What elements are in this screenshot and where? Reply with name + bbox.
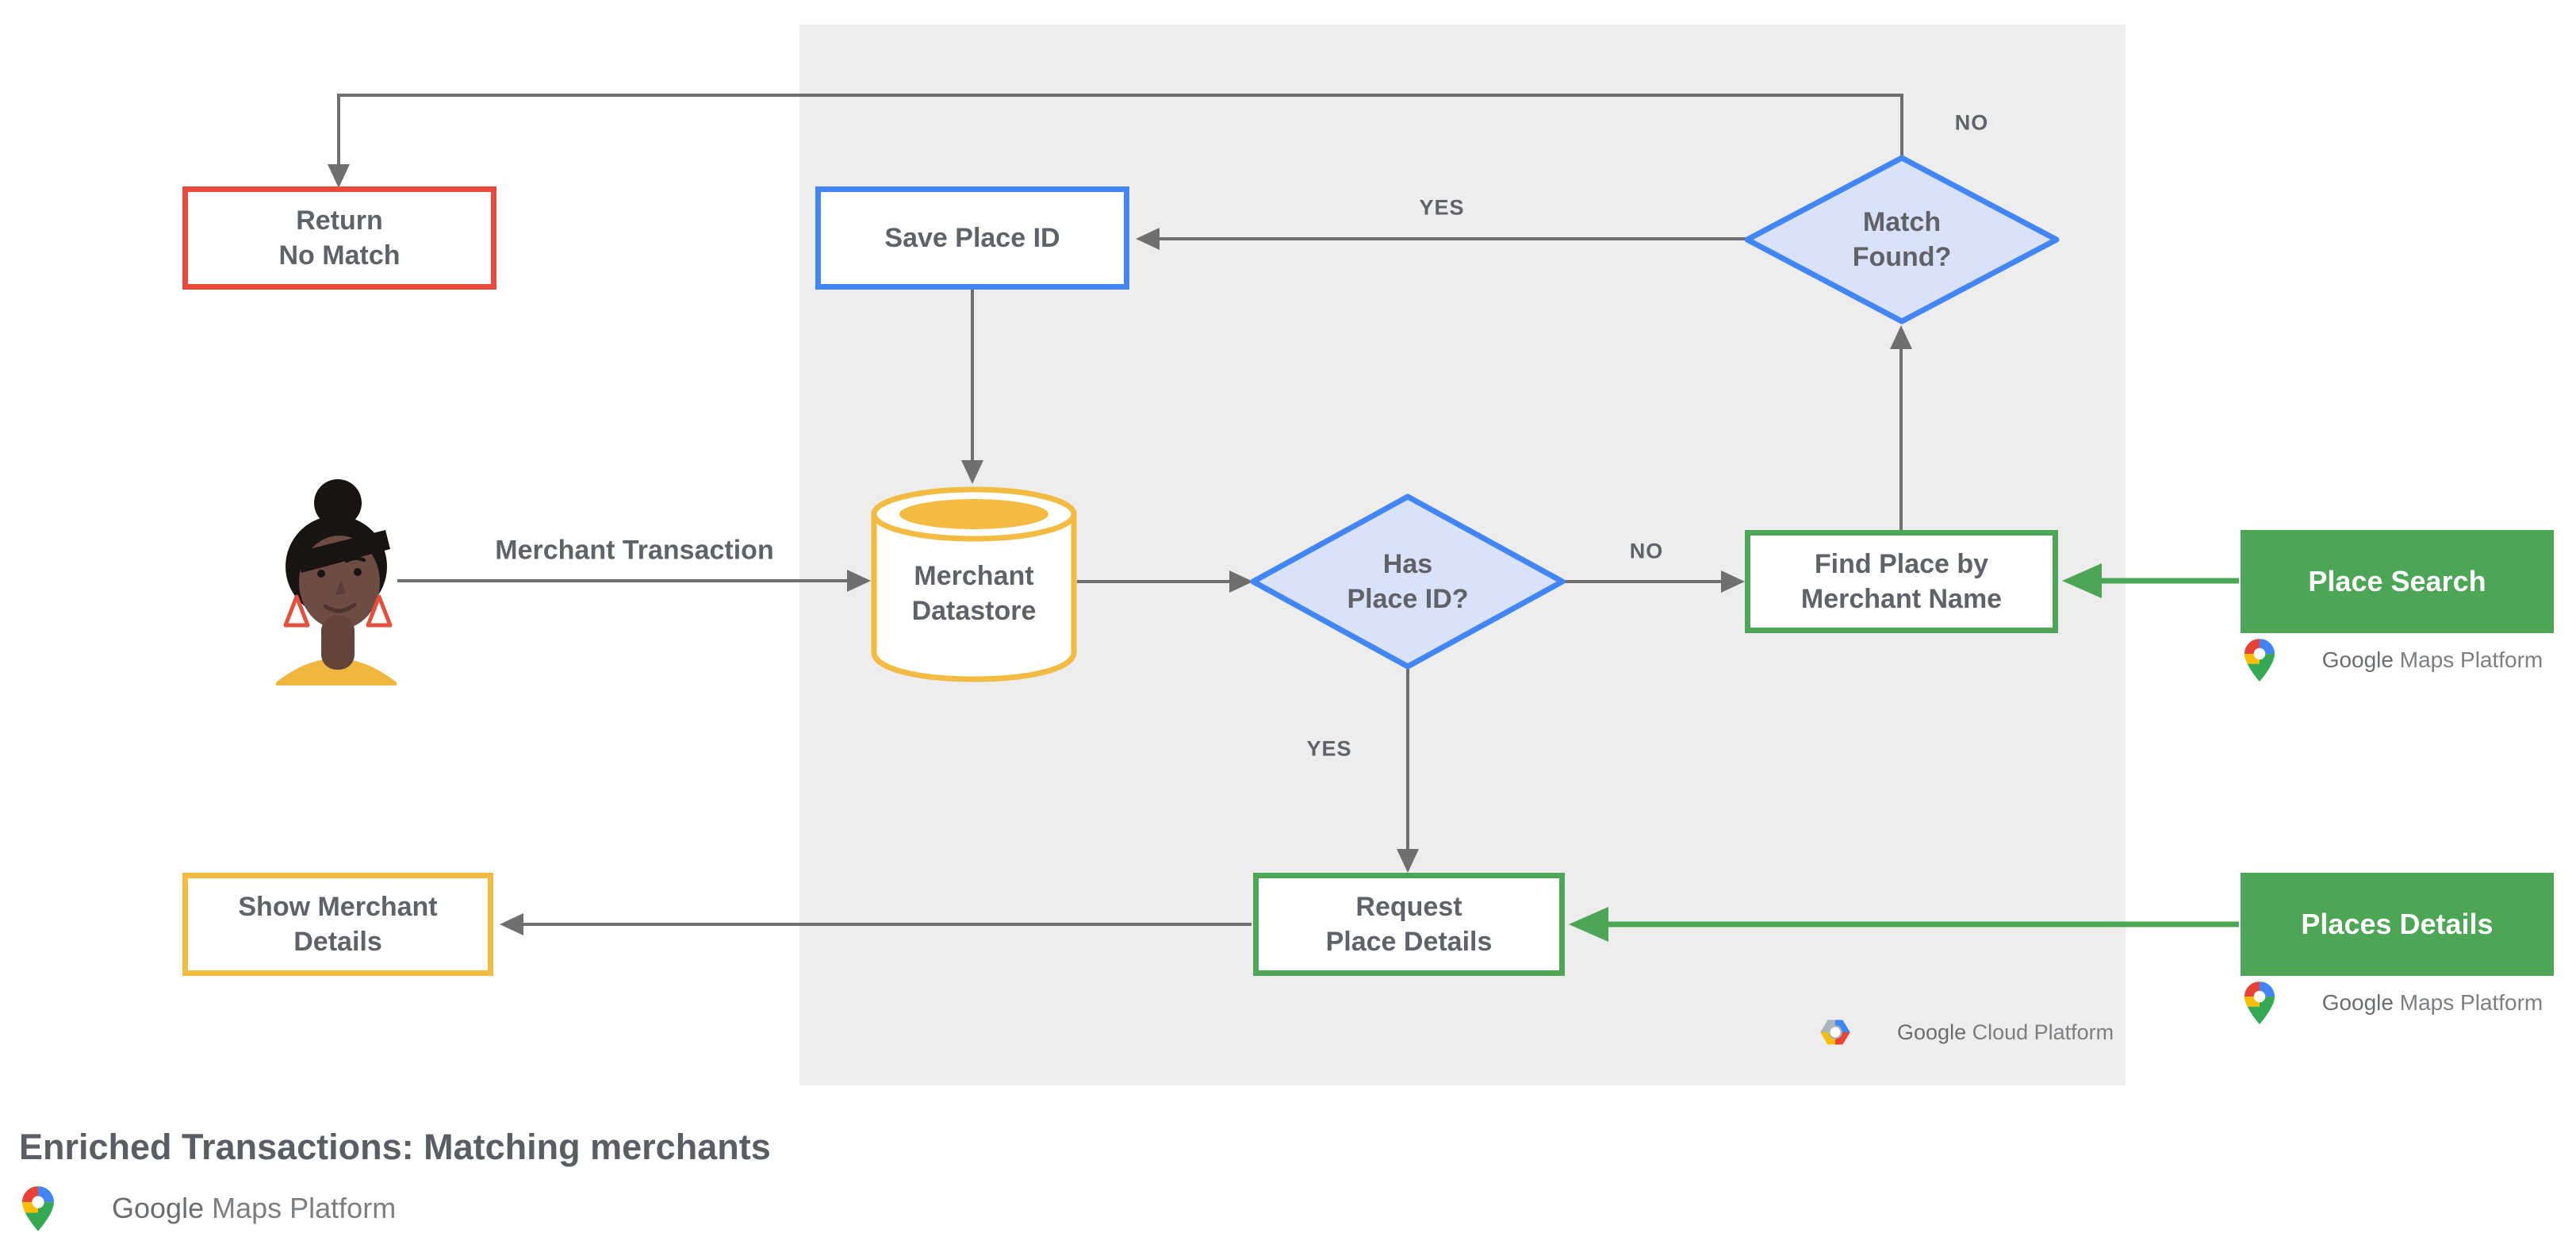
gmp-logo-rest-text: Maps Platform [204,1192,397,1224]
has-place-id-diamond: Has Place ID? [1248,490,1568,674]
diagram-title: Enriched Transactions: Matching merchant… [19,1127,771,1167]
edge-match-found-yes-to-save [1136,228,1747,250]
diamond-shape-icon [1744,155,2060,325]
return-no-match-box: Return No Match [182,186,496,290]
save-place-id-box: Save Place ID [815,186,1129,290]
edge-has-place-id-yes-to-request [1397,668,1419,873]
gcp-logo: Google Cloud Platform [1819,1012,2114,1052]
show-merchant-details-label: Show Merchant Details [238,891,438,957]
google-maps-pin-icon [22,1185,54,1231]
merchant-datastore-label-wrap: Merchant Datastore [868,538,1080,649]
edge-request-to-show-merchant [500,913,1252,935]
edge-places-details-api-to-request [1569,907,2239,942]
gmp-logo-google-text: Google [112,1192,205,1224]
no-label-has-place-id: NO [1629,539,1664,563]
user-avatar [273,471,400,686]
edge-datastore-to-has-place-id [1077,570,1253,593]
request-place-details-box: Request Place Details [1253,873,1565,976]
match-found-label: Match Found? [1852,206,1952,272]
edge-save-to-datastore [961,290,983,484]
gmp-logo-rest-text: Maps Platform [2393,647,2543,672]
google-maps-pin-icon [2244,639,2275,682]
request-place-details-label: Request Place Details [1325,891,1493,957]
places-details-api-box: Places Details [2241,873,2554,976]
places-details-api-label: Places Details [2301,907,2494,940]
save-place-id-label: Save Place ID [884,222,1060,253]
merchant-datastore-label: Merchant Datastore [911,560,1037,626]
edge-user-to-datastore [397,570,871,592]
edge-find-place-to-match-found [1890,325,1912,530]
database-cylinder-icon [871,486,1077,682]
gcp-logo-rest-text: Cloud Platform [1966,1020,2114,1044]
yes-label-has-place-id: YES [1306,736,1352,761]
google-maps-pin-icon [2244,981,2275,1024]
gmp-logo-google-text: Google [2321,990,2394,1015]
edge-match-found-no-to-return [328,94,1903,188]
merchant-datastore-cylinder [868,482,1080,682]
show-merchant-details-box: Show Merchant Details [182,873,493,976]
merchant-transaction-label: Merchant Transaction [495,535,774,566]
gmp-logo-footer: Google Maps Platform [22,1184,396,1233]
place-search-api-box: Place Search [2241,530,2554,633]
yes-label-match-found: YES [1419,195,1465,220]
find-place-label: Find Place by Merchant Name [1800,548,2003,614]
return-no-match-label: Return No Match [278,205,401,271]
google-cloud-hexagon-icon [1820,1020,1850,1045]
find-place-box: Find Place by Merchant Name [1745,530,2058,633]
no-label-match-found: NO [1954,110,1989,135]
match-found-diamond: Match Found? [1742,151,2062,328]
gcp-logo-google-text: Google [1897,1020,1967,1044]
has-place-id-label: Has Place ID? [1347,548,1469,614]
gmp-logo-places-details: Google Maps Platform [2244,981,2543,1025]
edge-has-place-id-no-to-find-place [1564,570,1745,593]
gmp-logo-google-text: Google [2321,647,2394,672]
edge-place-search-api-to-find-place [2062,563,2239,598]
gmp-logo-place-search: Google Maps Platform [2244,638,2543,682]
user-avatar-icon [276,479,397,686]
gmp-logo-rest-text: Maps Platform [2393,990,2543,1015]
diamond-shape-icon [1250,494,1566,670]
place-search-api-label: Place Search [2308,564,2486,597]
